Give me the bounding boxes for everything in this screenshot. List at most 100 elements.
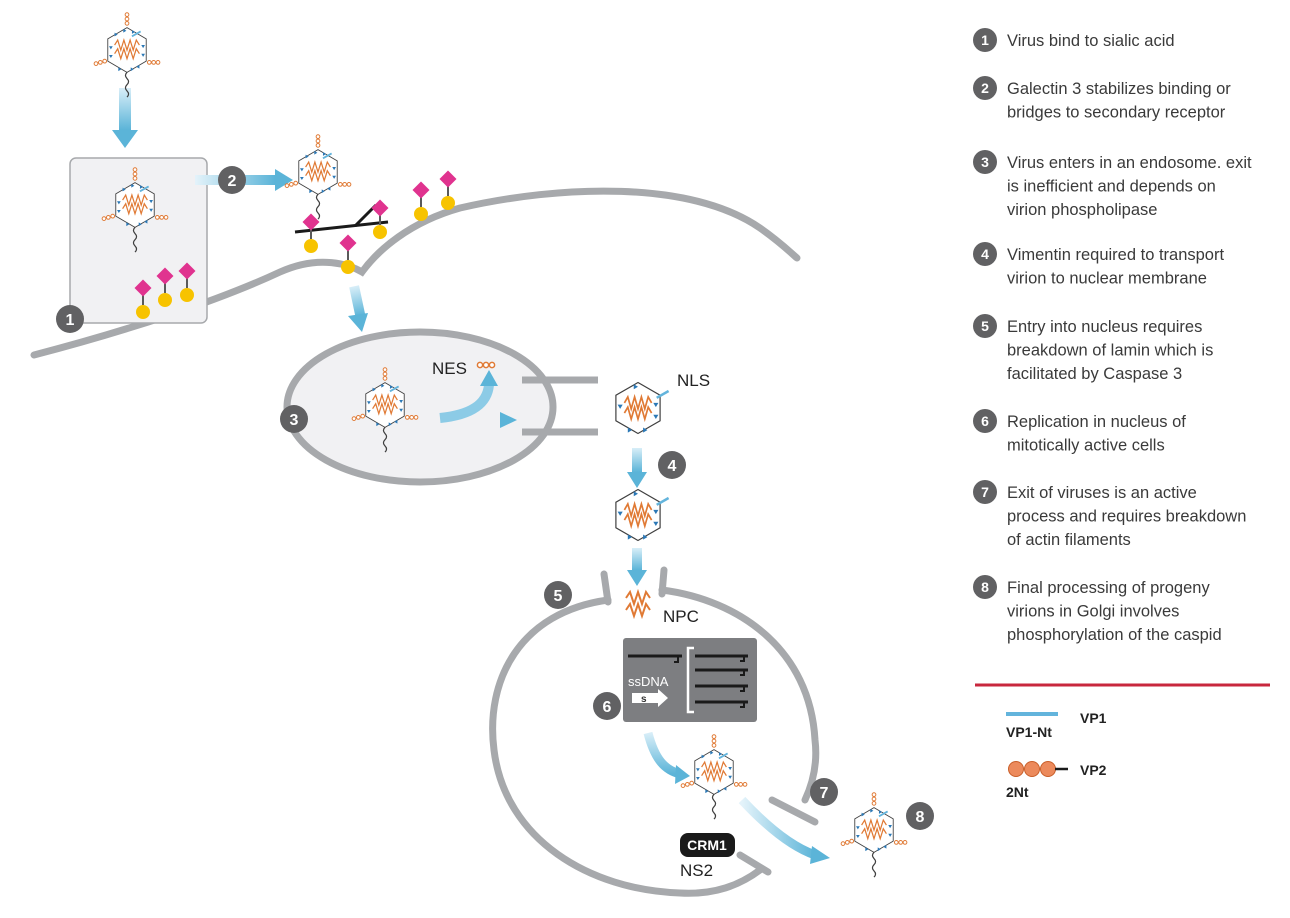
virion-extracellular [93, 11, 161, 99]
crm1-badge [680, 833, 735, 857]
step-badge-2: 2 [218, 166, 246, 194]
npc-pore-left [600, 570, 612, 606]
label-nls: NLS [677, 371, 710, 390]
virion-bound [284, 133, 352, 221]
receptor-surface-1 [411, 180, 431, 222]
attachment-inset-box [69, 157, 208, 324]
replication-strands [628, 654, 748, 708]
key-vp1-nt: VP1-Nt [1006, 724, 1052, 740]
exit-gate-7 [768, 796, 819, 826]
arrow-step-4 [632, 448, 642, 472]
arrow-step-2-head [275, 169, 293, 191]
legend-step-3: 3 Virus enters in an endosome. exit is ine… [973, 150, 1252, 219]
step-badge-6: 6 [593, 692, 621, 720]
arrow-to-endosome-head [348, 313, 368, 332]
arrow-nes-branch-head [480, 370, 498, 386]
legend-step-badge [973, 575, 997, 599]
legend-step-2: 2 Galectin 3 stabilizes binding or bridges… [973, 76, 1231, 122]
legend-step-text: Replication in nucleus of [1007, 413, 1186, 431]
legend-step-text: is inefficient and depends on [1007, 178, 1216, 196]
legend-step-text: bridges to secondary receptor [1007, 104, 1226, 122]
arrow-virion-exit-head [810, 846, 830, 864]
arrow-virion-exit [738, 796, 817, 860]
legend-step-badge [973, 76, 997, 100]
label-ssdna: ssDNA [628, 674, 669, 689]
step-badge-5: 5 [544, 581, 572, 609]
svg-text:3: 3 [290, 412, 299, 429]
virion-transported [614, 488, 670, 542]
legend-step-number: 3 [981, 154, 989, 170]
legend-step-badge [973, 480, 997, 504]
legend-step-badge [973, 314, 997, 338]
legend-step-number: 2 [981, 80, 989, 96]
virion-exited [840, 791, 908, 879]
arrow-to-endosome [349, 285, 366, 317]
legend-step-4: 4 Vimentin required to transport virion to… [973, 242, 1224, 288]
arrow-endosome-exit-head [500, 412, 517, 428]
svg-text:6: 6 [603, 699, 612, 716]
step-badge-8: 8 [906, 802, 934, 830]
legend-step-text: Virus enters in an endosome. exit [1007, 154, 1252, 172]
legend-step-text: breakdown of lamin which is [1007, 342, 1213, 360]
legend-step-text: process and requires breakdown [1007, 508, 1246, 526]
receptor-bound-1 [301, 212, 321, 254]
legend-step-text: of actin filaments [1007, 531, 1131, 549]
legend-step-text: Vimentin required to transport [1007, 246, 1224, 264]
receptor-surface-2 [438, 169, 458, 211]
step-badge-7: 7 [810, 778, 838, 806]
key-vp2: VP2 [1080, 762, 1107, 778]
replication-bracket [686, 646, 694, 714]
npc-pore-right [658, 566, 668, 598]
arrow-to-npc-head [627, 570, 647, 586]
legend-step-badge [973, 409, 997, 433]
svg-text:8: 8 [916, 809, 925, 826]
svg-text:2: 2 [228, 173, 237, 190]
receptor-bound-2 [338, 233, 358, 275]
label-ns2: NS2 [680, 861, 713, 880]
legend-step-number: 6 [981, 413, 989, 429]
legend-step-badge [973, 150, 997, 174]
legend-step-6: 6 Replication in nucleus of mitotically ac… [973, 409, 1186, 455]
nucleus-envelope [489, 586, 820, 897]
vp2-key-beads [1008, 761, 1068, 777]
legend-step-number: 1 [981, 32, 989, 48]
step-badge-4: 4 [658, 451, 686, 479]
legend-step-text: Galectin 3 stabilizes binding or [1007, 80, 1231, 98]
key-vp1: VP1 [1080, 710, 1107, 726]
step-badge-3: 3 [280, 405, 308, 433]
legend-step-number: 4 [981, 246, 989, 262]
svg-text:5: 5 [554, 588, 563, 605]
legend-step-text: virion to nuclear membrane [1007, 270, 1207, 288]
arrow-down-to-inset [119, 88, 131, 130]
legend-step-text: virions in Golgi involves [1007, 603, 1179, 621]
label-nes: NES [432, 359, 467, 378]
label-crm1: CRM1 [687, 837, 727, 853]
arrow-step-4-head [627, 472, 647, 488]
legend-step-badge [973, 28, 997, 52]
legend-step-text: virion phospholipase [1007, 201, 1157, 219]
legend-step-badge [973, 242, 997, 266]
legend-step-text: mitotically active cells [1007, 437, 1165, 455]
legend-step-5: 5 Entry into nucleus requires breakdown of… [973, 314, 1213, 383]
step-badge-1: 1 [56, 305, 84, 333]
legend-step-text: Exit of viruses is an active [1007, 484, 1197, 502]
exit-gate-bottom [736, 851, 772, 876]
arrow-nes-branch [439, 384, 494, 423]
arrow-to-progeny [643, 731, 682, 779]
virion-released [614, 381, 670, 435]
svg-text:7: 7 [820, 785, 829, 802]
genome-entering [625, 588, 651, 620]
svg-text:4: 4 [668, 458, 677, 475]
label-npc: NPC [663, 607, 699, 626]
legend-step-text: Entry into nucleus requires [1007, 318, 1202, 336]
legend-step-number: 7 [981, 484, 989, 500]
endosome [283, 328, 557, 486]
key-vp2-nt: 2Nt [1006, 784, 1029, 800]
virion-progeny [680, 733, 748, 821]
ssdna-arrow-icon [632, 689, 668, 707]
legend-step-number: 5 [981, 318, 989, 334]
